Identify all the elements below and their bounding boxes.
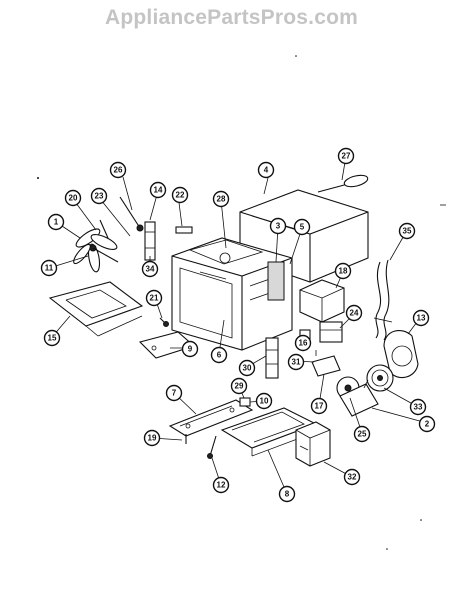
fan-blade <box>73 228 119 273</box>
callout-14: 14 <box>149 181 167 199</box>
callout-4: 4 <box>257 161 275 179</box>
callout-3-label: 3 <box>276 222 281 231</box>
callout-21: 21 <box>145 289 163 307</box>
callout-35: 35 <box>398 222 416 240</box>
callout-10-label: 10 <box>260 397 269 406</box>
callout-6: 6 <box>210 346 228 364</box>
callout-31: 31 <box>287 353 305 371</box>
wire-harness <box>373 259 393 341</box>
callout-5: 5 <box>293 218 311 236</box>
callout-23-label: 23 <box>95 192 104 201</box>
callout-18-label: 18 <box>339 267 348 276</box>
callout-9-label: 9 <box>188 345 193 354</box>
watermark: AppliancePartsPros.com <box>105 6 358 29</box>
fan-shroud <box>48 281 144 337</box>
power-transformer <box>295 421 331 467</box>
callout-31-label: 31 <box>292 358 301 367</box>
callout-29: 29 <box>230 377 248 395</box>
callout-8: 8 <box>278 485 296 503</box>
callout-12: 12 <box>212 476 230 494</box>
callout-1-label: 1 <box>54 218 59 227</box>
blower-housing <box>366 330 419 392</box>
callout-16: 16 <box>294 334 312 352</box>
callout-11-label: 11 <box>45 264 54 273</box>
callout-4-label: 4 <box>264 166 269 175</box>
callout-5-label: 5 <box>300 223 305 232</box>
callout-14-label: 14 <box>154 186 163 195</box>
switch-bracket <box>311 350 341 377</box>
callout-2-label: 2 <box>425 420 430 429</box>
diode-assembly <box>185 397 251 459</box>
callout-20-label: 20 <box>69 194 78 203</box>
callout-11: 11 <box>40 259 58 277</box>
relay <box>319 321 343 343</box>
callout-1: 1 <box>47 213 65 231</box>
callout-9: 9 <box>181 340 199 358</box>
callout-7: 7 <box>165 384 183 402</box>
callout-13: 13 <box>412 309 430 327</box>
callout-28: 28 <box>212 190 230 208</box>
callout-30: 30 <box>238 359 256 377</box>
callout-6-label: 6 <box>217 351 222 360</box>
callout-16-label: 16 <box>299 339 308 348</box>
callout-35-label: 35 <box>403 227 412 236</box>
transformer-upper <box>299 279 345 323</box>
callout-23: 23 <box>90 187 108 205</box>
callout-27-label: 27 <box>342 152 351 161</box>
oven-cavity <box>171 237 293 351</box>
callout-34-label: 34 <box>146 265 155 274</box>
callout-21-label: 21 <box>150 294 159 303</box>
callout-27: 27 <box>337 147 355 165</box>
callout-17: 17 <box>310 397 328 415</box>
callout-22: 22 <box>171 186 189 204</box>
callout-33-label: 33 <box>414 403 423 412</box>
callout-32: 32 <box>343 468 361 486</box>
thermal-probe <box>317 174 369 193</box>
callout-7-label: 7 <box>172 389 177 398</box>
callout-34: 34 <box>141 260 159 278</box>
callout-19-label: 19 <box>148 434 157 443</box>
callout-13-label: 13 <box>417 314 426 323</box>
fan-motor <box>336 376 379 417</box>
callout-10: 10 <box>255 392 273 410</box>
callout-20: 20 <box>64 189 82 207</box>
door-latch <box>265 337 279 379</box>
callout-29-label: 29 <box>235 382 244 391</box>
callout-18: 18 <box>334 262 352 280</box>
scan-specks <box>37 55 446 550</box>
callout-19: 19 <box>143 429 161 447</box>
callout-17-label: 17 <box>315 402 324 411</box>
door-switch-bracket <box>144 221 156 261</box>
bottom-plate-left <box>168 399 254 437</box>
callout-25: 25 <box>353 425 371 443</box>
callout-12-label: 12 <box>217 481 226 490</box>
callout-32-label: 32 <box>348 473 357 482</box>
callout-15-label: 15 <box>48 334 57 343</box>
callout-2: 2 <box>418 415 436 433</box>
callout-30-label: 30 <box>243 364 252 373</box>
callout-24: 24 <box>345 304 363 322</box>
small-hardware <box>99 196 193 239</box>
callout-22-label: 22 <box>176 191 185 200</box>
callout-8-label: 8 <box>285 490 290 499</box>
callout-3: 3 <box>269 217 287 235</box>
callout-25-label: 25 <box>358 430 367 439</box>
callout-28-label: 28 <box>217 195 226 204</box>
callout-26: 26 <box>109 161 127 179</box>
callout-33: 33 <box>409 398 427 416</box>
callout-26-label: 26 <box>114 166 123 175</box>
callout-24-label: 24 <box>350 309 359 318</box>
callout-15: 15 <box>43 329 61 347</box>
